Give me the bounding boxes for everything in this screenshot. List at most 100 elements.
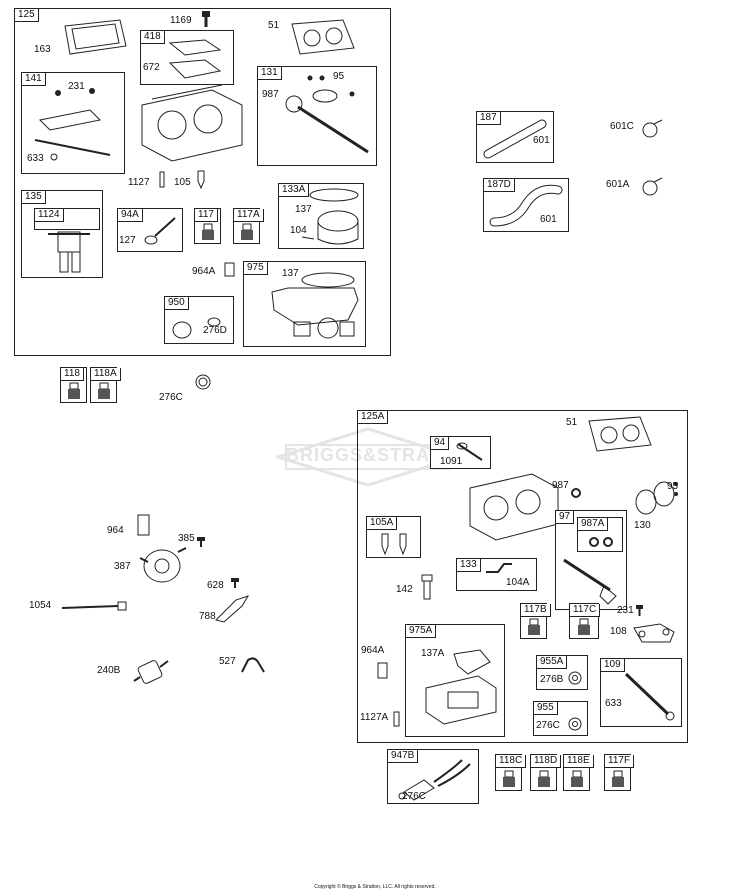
label-276C-in-947B: 276C [402, 791, 426, 802]
jet-118C-drawing [503, 770, 515, 787]
jet-117A-drawing [241, 223, 253, 240]
label-964A-top: 964A [192, 266, 216, 277]
group-125-tag: 125 [15, 9, 39, 22]
label-137-in-975: 137 [282, 268, 299, 279]
group-133A-tag: 133A [279, 184, 310, 197]
label-964: 964 [107, 525, 124, 536]
group-117F-tag: 117F [605, 755, 635, 768]
group-117A-tag: 117A [234, 209, 264, 222]
label-95-top: 95 [333, 71, 345, 82]
group-97-tag: 97 [556, 511, 575, 524]
label-105: 105 [174, 177, 191, 188]
group-955-tag: 955 [534, 702, 558, 715]
group-950: 950 [164, 296, 234, 344]
label-628: 628 [207, 580, 224, 591]
label-231-right: 231 [617, 605, 634, 616]
group-117C: 117C [569, 603, 601, 639]
group-117F: 117F [604, 754, 635, 791]
float-135-drawing [48, 231, 90, 273]
bolt-955A-drawing [568, 671, 582, 685]
label-601A: 601A [606, 179, 630, 190]
label-95-right: 95 [667, 481, 679, 492]
idle-screw-94-drawing [456, 442, 483, 461]
clamp-601C-drawing [642, 119, 663, 138]
group-1124-tag: 1124 [35, 209, 64, 222]
group-94: 94 [430, 436, 491, 469]
jet-117B-drawing [528, 618, 540, 635]
label-987-right: 987 [552, 480, 569, 491]
group-187-tag: 187 [477, 112, 501, 125]
group-1124: 1124 [34, 208, 100, 230]
group-125A-tag: 125A [358, 411, 389, 424]
group-955: 955 [533, 701, 588, 736]
bolt-955-drawing [568, 717, 582, 731]
group-118-tag: 118 [61, 368, 84, 381]
label-964A-right: 964A [361, 645, 385, 656]
label-672: 672 [143, 62, 160, 73]
group-418: 418 [140, 30, 234, 85]
choke-shaft-131-drawing [285, 75, 369, 154]
group-118: 118 [60, 367, 87, 403]
label-51-top: 51 [268, 20, 280, 31]
group-118E: 118E [563, 754, 594, 791]
label-163: 163 [34, 44, 51, 55]
label-137A: 137A [421, 648, 445, 659]
label-51-right: 51 [566, 417, 578, 428]
label-130: 130 [634, 520, 651, 531]
float-bowl-975-drawing [271, 272, 359, 339]
group-105A-tag: 105A [367, 517, 398, 530]
label-276C-in-955: 276C [536, 720, 560, 731]
group-118A: 118A [90, 367, 121, 403]
fuel-pump-387-drawing [139, 547, 187, 583]
filter-240B-drawing [133, 660, 169, 684]
group-187D-tag: 187D [484, 179, 515, 192]
seal-987-drawing [571, 488, 581, 498]
needles-105A-drawing [381, 533, 407, 556]
group-125: 125 [14, 8, 391, 356]
group-950-tag: 950 [165, 297, 189, 310]
label-1054: 1054 [29, 600, 52, 611]
plate-108-drawing [633, 623, 675, 643]
screw-1127A-drawing [393, 711, 400, 727]
label-231-top: 231 [68, 81, 85, 92]
group-118D: 118D [530, 754, 562, 791]
fuel-line-187D-drawing [489, 184, 563, 227]
label-127: 127 [119, 235, 136, 246]
jet-118E-drawing [571, 770, 583, 787]
label-276B: 276B [540, 674, 564, 685]
label-1127: 1127 [128, 177, 150, 188]
jet-117-drawing [202, 223, 214, 240]
group-947B: 947B [387, 749, 479, 804]
float-bowl-975A-drawing [425, 649, 497, 725]
group-975A: 975A [405, 624, 505, 737]
idle-screw-94A-drawing [144, 217, 176, 245]
label-142: 142 [396, 584, 413, 595]
choke-plate-130-drawing [635, 481, 678, 515]
group-105A: 105A [366, 516, 421, 558]
spacer-964A-right-drawing [377, 662, 388, 679]
gasket-163-drawing [64, 19, 127, 55]
needle-105-drawing [197, 170, 205, 190]
group-131-tag: 131 [258, 67, 282, 80]
group-133-tag: 133 [457, 559, 481, 572]
shaft-109-drawing [624, 672, 675, 721]
group-141-tag: 141 [22, 73, 46, 86]
label-527: 527 [219, 656, 236, 667]
group-125A: 125A [357, 410, 688, 743]
group-987A-tag: 987A [578, 518, 609, 531]
label-601-in-187: 601 [533, 135, 550, 146]
label-987-top: 987 [262, 89, 279, 100]
solenoid-947B-drawing [398, 759, 471, 801]
fuel-line-187-drawing [483, 119, 547, 159]
group-118D-tag: 118D [531, 755, 562, 768]
group-141: 141 [21, 72, 125, 174]
label-1091: 1091 [440, 456, 463, 467]
spacer-964A-drawing [224, 262, 235, 277]
screw-142-drawing [421, 574, 433, 600]
clamp-601A-drawing [642, 177, 663, 196]
gasket-51-drawing [291, 19, 355, 55]
screw-231-drawing [636, 605, 643, 616]
group-117B-tag: 117B [521, 604, 551, 617]
gasket-51-right-drawing [588, 416, 652, 452]
label-601C: 601C [610, 121, 634, 132]
